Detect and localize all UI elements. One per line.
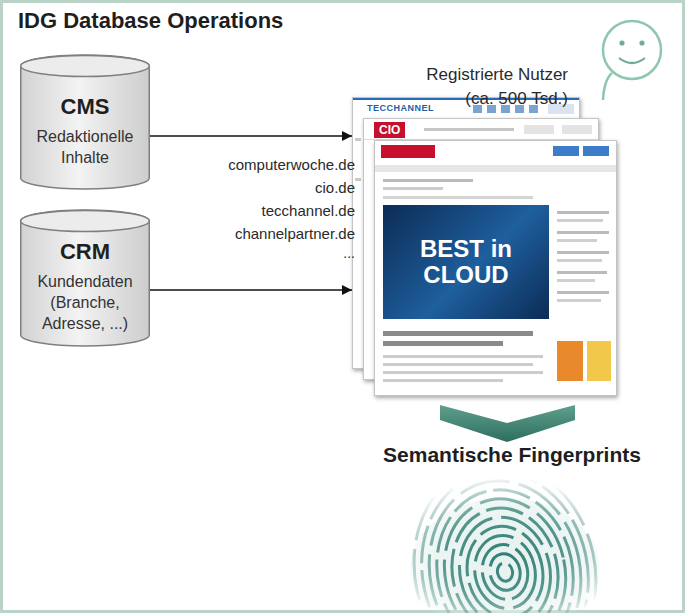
label-slot: cio.de [185, 179, 355, 198]
cylinder-outline [20, 55, 150, 190]
page-detail [557, 251, 609, 254]
page-detail [383, 196, 533, 199]
fingerprint-ridge [459, 519, 551, 613]
more-sites: ... [185, 245, 355, 263]
page-detail [557, 271, 607, 274]
page-detail [557, 341, 583, 381]
database-cylinder: CMS Redaktionelle Inhalte [20, 55, 150, 190]
page-detail [383, 341, 503, 346]
page-detail [424, 128, 514, 131]
label-slot: channelpartner.de [185, 225, 355, 244]
database-name: CRM [60, 239, 110, 265]
site-name: tecchannel.de [185, 202, 355, 221]
cylinder-top [21, 211, 150, 232]
page-detail [557, 239, 597, 242]
data-flow-arrow [150, 135, 352, 137]
page-detail [383, 379, 503, 382]
site-logo: CIO [374, 122, 405, 138]
page-detail [383, 187, 443, 190]
user-eye [619, 40, 624, 45]
page-detail [375, 165, 617, 172]
database-content: Redaktionelle Inhalte [28, 126, 142, 168]
fingerprint-ridge [422, 477, 588, 613]
website-screenshot: BEST in CLOUD [374, 140, 617, 396]
fingerprint-ridge [477, 540, 532, 603]
page-detail [557, 291, 609, 294]
page-detail [524, 125, 554, 134]
fingerprint-ridge [403, 456, 606, 613]
label-slot: tecchannel.de [185, 202, 355, 221]
site-logo: TECCHANNEL [367, 103, 579, 113]
page-detail [562, 125, 592, 134]
site-name: cio.de [185, 179, 355, 198]
site-name: computerwoche.de [185, 156, 355, 175]
label-slot: Semantische Fingerprints [362, 442, 662, 468]
fingerprint-ridge [431, 488, 579, 613]
user-head [603, 21, 661, 79]
page-detail [557, 299, 601, 302]
database-cylinder: CRM Kundendaten (Branche, Adresse, ...) [20, 210, 150, 347]
cylinder-top [21, 56, 150, 77]
page-detail [383, 355, 543, 358]
user-smile [619, 58, 645, 63]
page-detail [557, 231, 609, 234]
title-slot: IDG Database Operations [18, 8, 283, 34]
cylinder-body [21, 210, 150, 346]
fingerprint-ridge [413, 466, 598, 613]
site-name: channelpartner.de [185, 225, 355, 244]
label-slot: ... [185, 245, 355, 263]
user-body [603, 73, 612, 100]
data-flow-arrow [150, 289, 352, 291]
page-detail [557, 219, 603, 222]
page-detail [383, 331, 533, 336]
database-content: Kundendaten (Branche, Adresse, ...) [28, 271, 142, 334]
page-detail [583, 146, 609, 156]
banner-text: BEST in CLOUD [383, 205, 549, 319]
cylinder-body [21, 55, 150, 189]
page-detail [383, 371, 543, 374]
page-detail [557, 211, 609, 214]
down-chevron [440, 405, 575, 442]
output-heading: Semantische Fingerprints [362, 442, 662, 468]
page-detail [557, 259, 602, 262]
page-detail [587, 341, 611, 381]
page-detail [553, 146, 579, 156]
fingerprint-image [394, 445, 616, 613]
database-name: CMS [61, 94, 110, 120]
label-slot: computerwoche.de [185, 156, 355, 175]
page-detail [355, 138, 361, 141]
page-detail [383, 363, 533, 366]
diagram-title: IDG Database Operations [18, 8, 283, 34]
page-detail [557, 279, 595, 282]
fingerprint-ridge [487, 551, 524, 593]
user-figure [603, 21, 661, 100]
page-detail [381, 145, 435, 158]
page-detail [383, 179, 473, 182]
fingerprint-ridge [496, 561, 514, 582]
user-eye [639, 40, 644, 45]
page-detail [355, 178, 361, 181]
fingerprint-ridge [394, 445, 616, 613]
